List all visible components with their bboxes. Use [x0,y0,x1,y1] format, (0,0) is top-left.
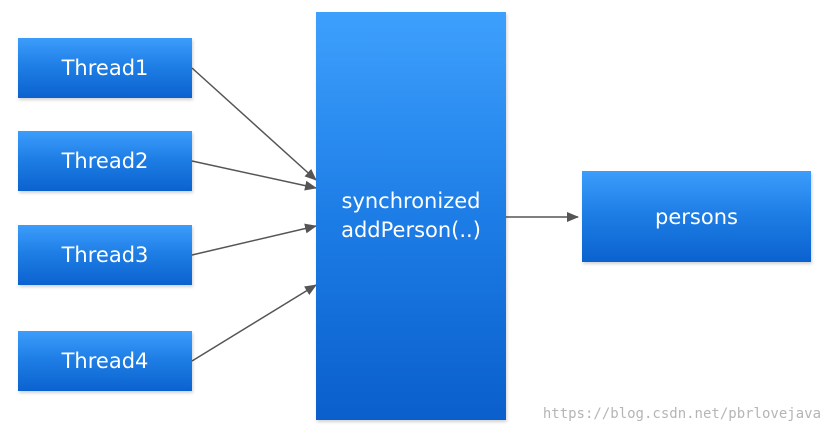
thread1-box: Thread1 [18,38,192,98]
thread1-label: Thread1 [61,56,149,80]
thread3-box: Thread3 [18,225,192,285]
thread2-label: Thread2 [61,149,149,173]
thread2-box: Thread2 [18,131,192,191]
persons-label: persons [655,204,738,229]
watermark-text: https://blog.csdn.net/pbrlovejava [542,406,821,422]
method-keyword: synchronized [341,189,481,213]
synchronized-method-box: synchronized addPerson(..) [316,12,506,420]
persons-box: persons [582,171,811,262]
thread3-label: Thread3 [61,243,149,267]
thread4-box: Thread4 [18,331,192,391]
arrow-thread3-to-method [191,223,317,256]
method-signature: addPerson(..) [341,218,481,242]
arrow-thread2-to-method [191,160,317,191]
arrow-thread1-to-method [191,67,317,181]
thread4-label: Thread4 [61,349,149,373]
arrow-thread4-to-method [191,284,317,362]
